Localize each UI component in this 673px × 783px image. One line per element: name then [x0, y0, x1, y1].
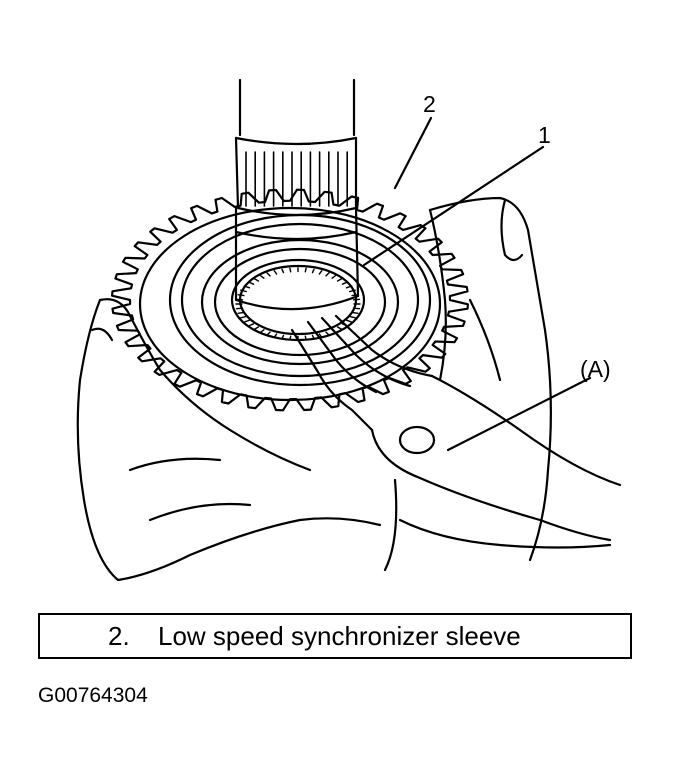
callout-1: 1: [538, 122, 551, 148]
callout-a: (A): [580, 356, 611, 382]
callout-2: 2: [423, 91, 436, 117]
caption-box: 2. Low speed synchronizer sleeve: [38, 613, 632, 659]
shaft-splines: [245, 151, 349, 207]
caption-text: Low speed synchronizer sleeve: [158, 620, 521, 651]
figure-id: G00764304: [38, 684, 148, 707]
left-hand: [76, 298, 382, 582]
leader-lines: [362, 116, 592, 452]
snap-ring-pliers: [290, 314, 622, 572]
hub-splines: [235, 267, 361, 341]
synchronizer-removal-illustration: 2 1 (A): [76, 78, 622, 582]
gear-outline: [111, 188, 469, 412]
right-hand: [428, 196, 552, 562]
synchronizer-rings: [168, 213, 432, 387]
shaft: [234, 78, 360, 311]
caption-number: 2.: [108, 620, 130, 651]
